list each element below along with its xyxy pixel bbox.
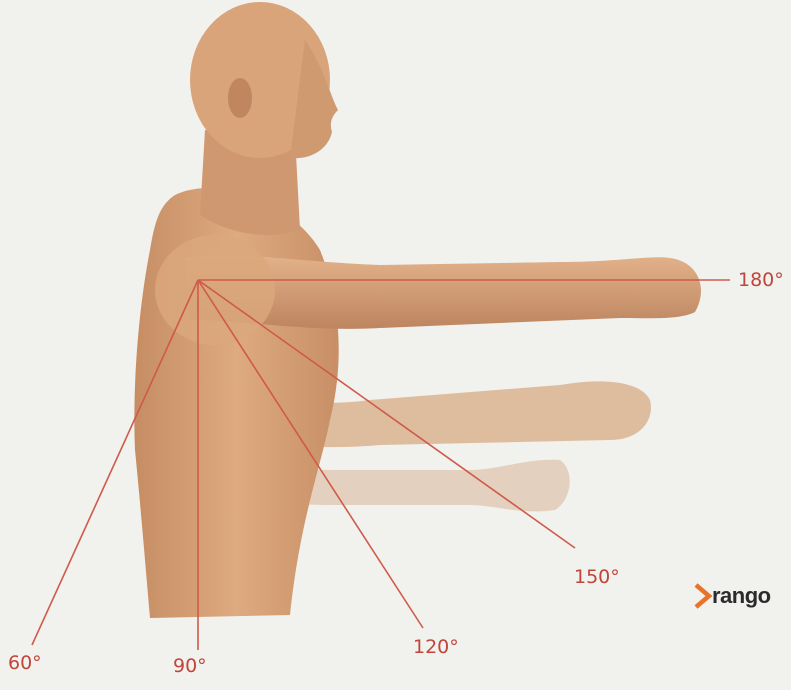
angle-label-180: 180° xyxy=(738,269,784,291)
chevron-right-icon xyxy=(694,583,712,609)
angle-label-60: 60° xyxy=(8,652,42,674)
ear xyxy=(228,78,252,118)
angle-label-150: 150° xyxy=(574,566,620,588)
shoulder xyxy=(155,235,275,345)
brand-logo: rango xyxy=(694,583,771,609)
angle-label-90: 90° xyxy=(173,655,207,677)
brand-text: rango xyxy=(712,583,771,609)
angle-label-120: 120° xyxy=(413,636,459,658)
